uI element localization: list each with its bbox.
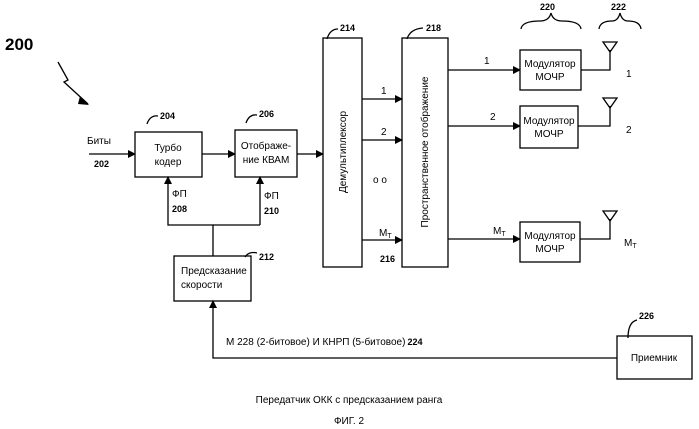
input-ref: 202 (94, 159, 109, 169)
qam-mapping-line1: Отображе- (241, 140, 291, 152)
antenna-group-ref: 222 (611, 2, 626, 12)
out-1-label: 1 (484, 56, 490, 67)
modulator-1-line2: МОЧР (535, 72, 565, 83)
out-mt-label: MT (493, 226, 506, 238)
antenna-group-brace (599, 13, 641, 29)
modulator-mt-line1: Модулятор (524, 231, 576, 242)
stream-mt-label: MT (379, 228, 392, 240)
modulator-2-line1: Модулятор (523, 116, 575, 127)
figure-number: 200 (5, 35, 33, 54)
antenna-mt-feed (580, 219, 610, 239)
feedback-arrow (213, 301, 617, 358)
modulator-1-line1: Модулятор (524, 59, 576, 70)
turbo-coder-block (135, 132, 202, 177)
rate-prediction-line2: скорости (181, 280, 222, 291)
receiver-ref: 226 (639, 311, 654, 321)
modulator-2-block (520, 106, 578, 148)
spatial-mapping-label: Пространственное отображение (419, 76, 431, 227)
fp-qam-label: ФП (264, 191, 279, 202)
modulator-mt-block (520, 222, 580, 262)
turbo-ref-leader (147, 116, 158, 124)
spatial-mapping-ref: 218 (426, 23, 441, 33)
antenna-1-label: 1 (626, 69, 632, 80)
receiver-ref-leader (628, 320, 637, 338)
fp-turbo-ref: 208 (172, 204, 187, 214)
turbo-coder-line1: Турбо (154, 142, 182, 154)
modulator-group-ref: 220 (540, 2, 555, 12)
modulator-2-line2: МОЧР (534, 129, 564, 140)
modulator-1-block (520, 50, 581, 90)
stream-dots: o o (373, 175, 387, 186)
antenna-1-feed (581, 50, 610, 70)
stream-ref-216: 216 (380, 254, 395, 264)
input-label: Биты (87, 136, 111, 147)
stream-1-label: 1 (381, 86, 387, 97)
modulator-group-brace (521, 13, 581, 29)
lightning-arrowhead (78, 96, 89, 105)
qam-mapping-ref: 206 (259, 109, 274, 119)
fp-turbo-label: ФП (172, 189, 187, 200)
out-2-label: 2 (490, 112, 496, 123)
rate-prediction-ref: 212 (259, 252, 274, 262)
stream-2-label: 2 (381, 127, 387, 138)
demux-label: Демультиплексор (338, 111, 349, 194)
antenna-2-feed (578, 106, 610, 126)
rate-prediction-block (174, 256, 251, 301)
feedback-label: M 228 (2-битовое) И КНРП (5-битовое)224 (226, 336, 422, 348)
qam-ref-leader (246, 115, 257, 123)
fp-qam-ref: 210 (264, 206, 279, 216)
qam-mapping-block (235, 130, 297, 177)
modulator-mt-line2: МОЧР (535, 244, 565, 255)
antenna-mt-label: MT (624, 238, 637, 250)
figure-caption: Передатчик ОКК с предсказанием ранга (256, 395, 443, 406)
lightning-arrow (58, 62, 88, 104)
antenna-2-label: 2 (626, 125, 632, 136)
figure-label: ФИГ. 2 (334, 416, 365, 427)
turbo-coder-line2: кодер (155, 157, 182, 168)
qam-mapping-line2: ние КВАМ (243, 155, 290, 166)
receiver-label: Приемник (631, 353, 678, 364)
demux-ref: 214 (340, 23, 355, 33)
turbo-coder-ref: 204 (160, 111, 175, 121)
rate-prediction-line1: Предсказание (181, 266, 247, 277)
